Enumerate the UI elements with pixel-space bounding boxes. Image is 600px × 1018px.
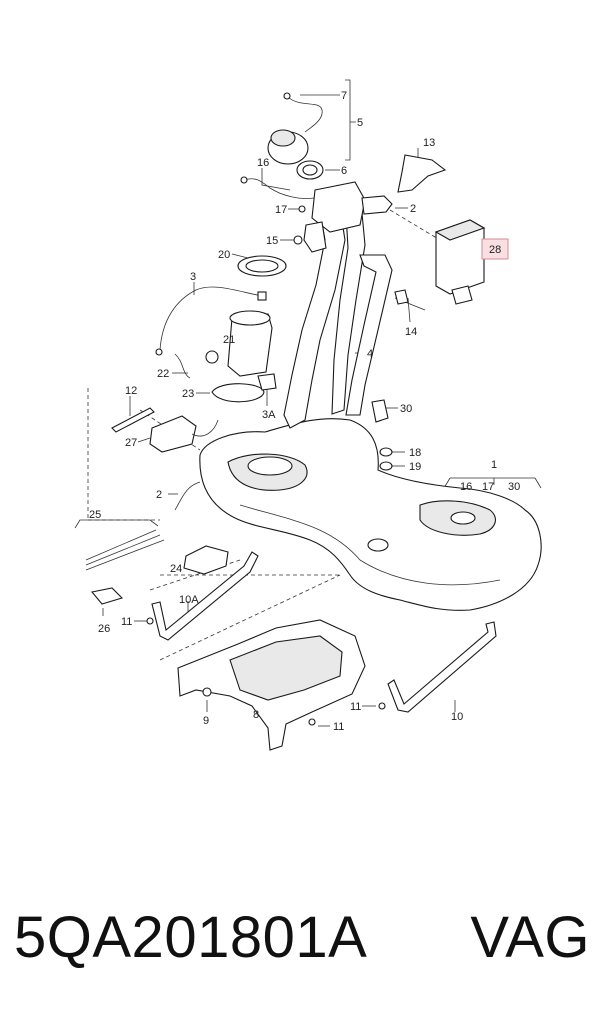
callout-21: 21 (223, 334, 235, 346)
nut-11-bottom (308, 718, 316, 726)
callout-8: 8 (253, 709, 259, 721)
callout-11-right: 11 (350, 701, 361, 713)
locking-ring (211, 383, 265, 403)
vent-line-4 (345, 254, 393, 416)
callout-30-tank: 30 (508, 481, 520, 493)
callout-20: 20 (218, 249, 230, 261)
fuel-line-2 (174, 481, 201, 511)
grommet-19 (379, 461, 393, 471)
callout-2-top: 2 (410, 203, 416, 215)
callout-14: 14 (405, 326, 417, 338)
filler-neck-pipe (283, 195, 346, 429)
fuel-line-3 (159, 286, 263, 351)
nut-11-left (146, 617, 154, 625)
strip-12 (111, 407, 155, 433)
callout-11-left: 11 (121, 616, 132, 628)
filler-bracket (303, 221, 327, 253)
callout-26: 26 (98, 623, 110, 635)
callout-16: 16 (257, 157, 269, 169)
connector-3A (257, 373, 277, 391)
block-24 (183, 545, 229, 575)
fuel-tank-exploded-diagram: 7 5 6 16 17 13 2 15 28 20 3 14 21 4 22 2… (74, 79, 542, 751)
highlight-box-28 (481, 238, 509, 260)
filler-pipe-2 (361, 195, 393, 215)
callout-3: 3 (190, 271, 196, 283)
carbon-canister-top (434, 219, 486, 241)
fuel-line-3-connector (257, 291, 267, 301)
mounting-bracket-13 (397, 154, 447, 193)
tube-set-25 (85, 529, 165, 571)
tank-strap-10A (151, 551, 259, 641)
brand-name: VAG (470, 905, 590, 970)
callout-9: 9 (203, 715, 209, 727)
breather-line-16 (243, 178, 315, 199)
module-cable-27 (191, 419, 219, 437)
caption-bar: 5QA201801A VAG (14, 898, 590, 978)
callout-10A: 10A (179, 594, 199, 606)
callout-17: 17 (275, 204, 287, 216)
tank-strap-10 (387, 621, 497, 713)
callout-27: 27 (125, 437, 137, 449)
filler-head (311, 181, 366, 233)
callout-25: 25 (89, 509, 101, 521)
nut-11-right (378, 702, 386, 710)
vent-valve (394, 289, 409, 305)
callout-24: 24 (170, 563, 182, 575)
callout-11-bottom: 11 (333, 721, 344, 733)
callout-3A: 3A (262, 409, 276, 421)
callout-6: 6 (341, 165, 347, 177)
heat-shield-rib (229, 635, 343, 701)
part-number: 5QA201801A (14, 905, 368, 970)
rubber-buffer-30 (371, 399, 389, 423)
callout-16-tank: 16 (460, 481, 472, 493)
callout-labels: 7 5 6 16 17 13 2 15 28 20 3 14 21 4 22 2… (89, 90, 520, 733)
callout-30-upper: 30 (400, 403, 412, 415)
clip-17 (298, 205, 306, 213)
sensor-wire-22 (174, 353, 191, 379)
callout-23: 23 (182, 388, 194, 400)
canister-mount (451, 285, 473, 305)
callout-7: 7 (341, 90, 347, 102)
tank-ridge (239, 504, 501, 586)
pump-gasket-inner (245, 259, 279, 273)
filler-cap-top (270, 129, 296, 147)
grommet-18 (379, 447, 393, 457)
callout-10: 10 (451, 711, 463, 723)
tank-opening (247, 456, 293, 476)
cap-tether-7 (287, 96, 323, 133)
callout-leaders (74, 79, 542, 727)
callout-17-tank: 17 (482, 481, 494, 493)
control-module-27 (149, 415, 197, 453)
callout-13: 13 (423, 137, 435, 149)
fuel-pump-module (227, 313, 273, 377)
tank-port-center (367, 538, 389, 552)
clip-9 (202, 687, 212, 697)
callout-5: 5 (357, 117, 363, 129)
fuel-line-3-end (155, 348, 163, 356)
tank-port-right (450, 511, 476, 525)
callout-2-lower: 2 (156, 489, 162, 501)
callout-22: 22 (157, 368, 169, 380)
pump-float (205, 350, 219, 364)
callout-19: 19 (409, 461, 421, 473)
tether-clip-7 (283, 92, 291, 100)
callout-12: 12 (125, 385, 137, 397)
connector-26 (90, 587, 124, 605)
pump-flange (229, 310, 271, 326)
callout-15: 15 (266, 235, 278, 247)
bolt-15 (293, 235, 303, 245)
callout-1: 1 (491, 459, 497, 471)
callout-4: 4 (367, 348, 373, 360)
callout-18: 18 (409, 447, 421, 459)
breather-pipe (331, 191, 366, 415)
seal-ring-inner (302, 164, 318, 176)
callout-28: 28 (489, 244, 501, 256)
breather-line-16-end (240, 176, 248, 184)
